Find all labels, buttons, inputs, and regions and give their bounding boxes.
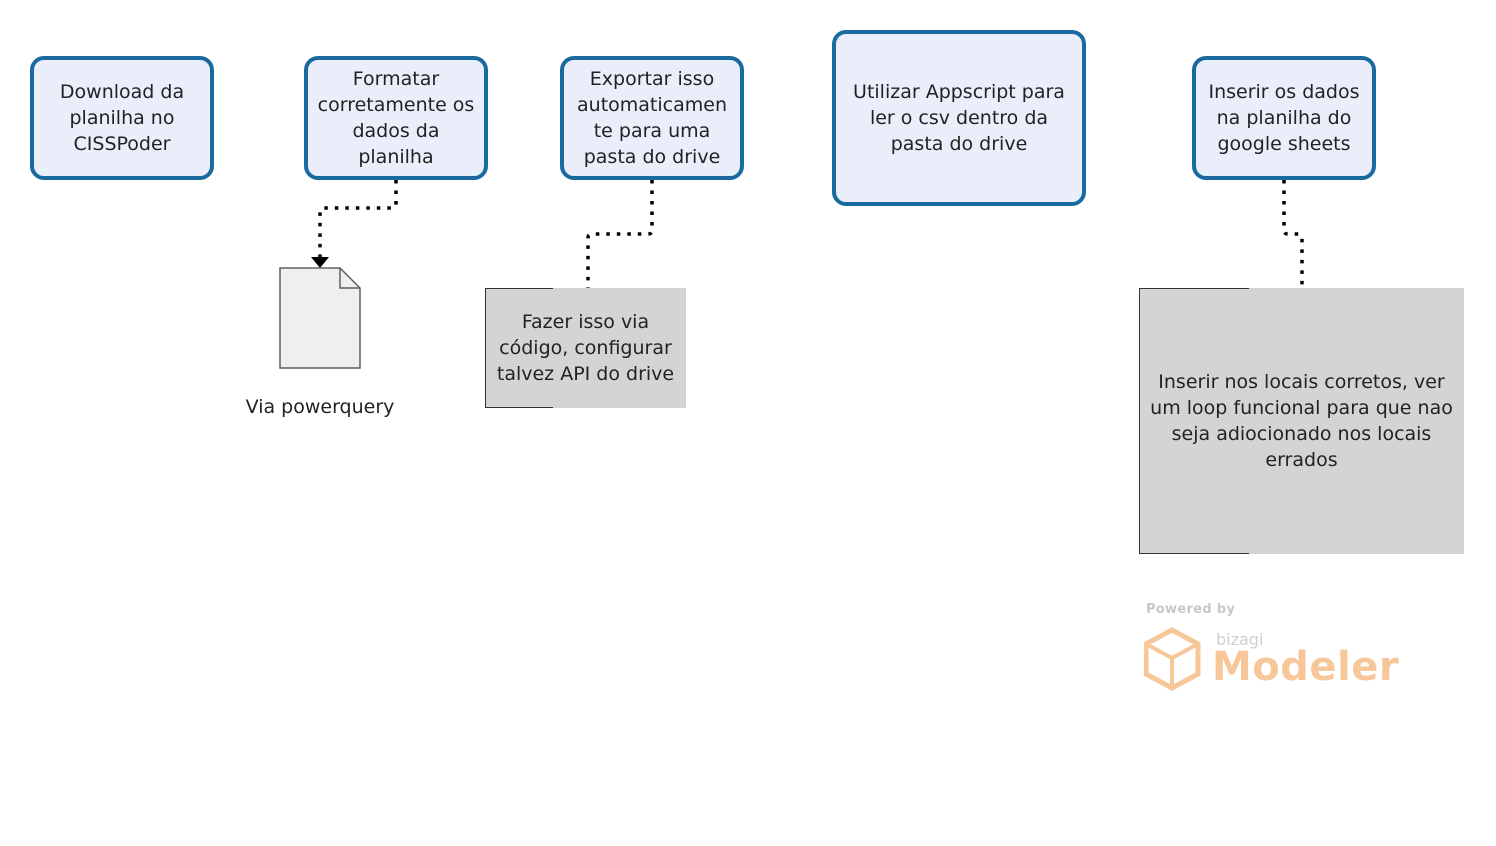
annotation-bracket — [485, 288, 486, 408]
bizagi-wordmark: bizagi — [1216, 630, 1264, 649]
annotation-bracket — [485, 407, 553, 408]
modeler-wordmark: Modeler — [1212, 644, 1400, 690]
task-label: Utilizar Appscript para ler o csv dentro… — [853, 81, 1065, 155]
task-formatar-dados[interactable]: Formatar corretamente os dados da planil… — [304, 56, 488, 180]
bizagi-modeler-watermark: Powered by bizagi Modeler — [1144, 600, 1404, 700]
task-label: Download da planilha no CISSPoder — [59, 81, 185, 155]
association-line-inserir-note — [1282, 180, 1304, 288]
task-utilizar-appscript[interactable]: Utilizar Appscript para ler o csv dentro… — [832, 30, 1086, 206]
annotation-text: Fazer isso via código, configurar talvez… — [496, 311, 675, 385]
annotation-bracket — [1139, 288, 1140, 554]
task-label: Formatar corretamente os dados da planil… — [317, 68, 475, 168]
powered-by-text: Powered by — [1146, 602, 1236, 617]
annotation-bracket — [1139, 553, 1249, 554]
task-label: Exportar isso automaticamen te para uma … — [577, 68, 727, 168]
annotation-inserir-locais-corretos[interactable]: Inserir nos locais corretos, ver um loop… — [1139, 288, 1464, 554]
association-line-formatar-doc — [318, 180, 398, 260]
task-exportar-drive[interactable]: Exportar isso automaticamen te para uma … — [560, 56, 744, 180]
document-icon[interactable] — [278, 266, 362, 370]
bizagi-logo-icon — [1144, 627, 1201, 691]
association-arrowhead — [311, 257, 329, 268]
annotation-text: Inserir nos locais corretos, ver um loop… — [1150, 371, 1453, 471]
annotation-fazer-via-codigo[interactable]: Fazer isso via código, configurar talvez… — [485, 288, 686, 408]
annotation-bracket — [485, 288, 553, 289]
task-label: Inserir os dados na planilha do google s… — [1208, 81, 1360, 155]
task-download-planilha[interactable]: Download da planilha no CISSPoder — [30, 56, 214, 180]
annotation-bracket — [1139, 288, 1249, 289]
association-line-exportar-note — [586, 180, 654, 288]
task-inserir-dados[interactable]: Inserir os dados na planilha do google s… — [1192, 56, 1376, 180]
document-label: Via powerquery — [245, 396, 395, 418]
